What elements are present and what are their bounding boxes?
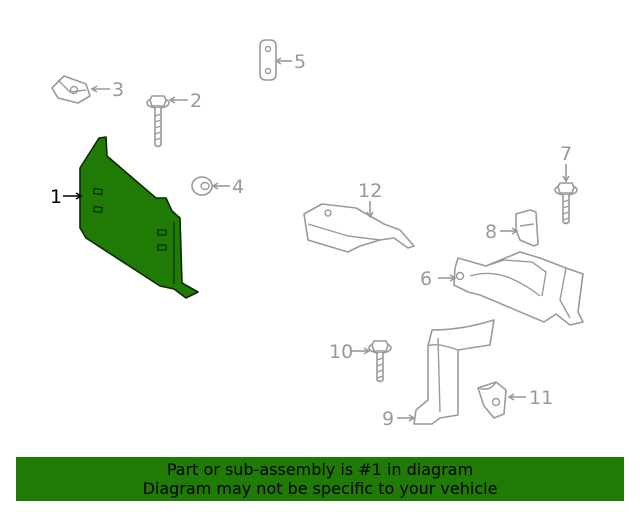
part-1-bracket[interactable] [79,136,199,299]
part-11-clip[interactable] [477,381,507,419]
callout-11[interactable]: 11 [529,387,553,409]
part-8-clip[interactable] [515,209,539,247]
callout-12[interactable]: 12 [358,180,382,202]
callout-9[interactable]: 9 [382,408,394,430]
diagram-notice-banner: Part or sub-assembly is #1 in diagram Di… [16,457,624,501]
callout-4[interactable]: 4 [232,176,244,198]
leader-lines [63,57,570,422]
notice-line-part-number: Part or sub-assembly is #1 in diagram [166,460,474,479]
callout-8[interactable]: 8 [485,221,497,243]
callout-7[interactable]: 7 [560,143,572,165]
part-4-washer[interactable] [191,176,213,196]
callout-1[interactable]: 1 [50,186,62,208]
part-5-plate[interactable] [259,39,277,81]
callout-2[interactable]: 2 [190,90,202,112]
part-7-bolt[interactable] [554,182,578,225]
part-12-bracket[interactable] [303,203,415,253]
callout-6[interactable]: 6 [420,268,432,290]
notice-line-disclaimer: Diagram may not be specific to your vehi… [142,479,498,498]
callout-10[interactable]: 10 [329,341,353,363]
callout-3[interactable]: 3 [112,79,124,101]
part-6-support-bracket[interactable] [453,251,584,326]
part-2-bolt[interactable] [146,95,170,148]
callout-5[interactable]: 5 [294,51,306,73]
part-9-duct-panel[interactable] [413,319,495,425]
part-10-bolt[interactable] [368,340,392,383]
part-3-clip-nut[interactable] [51,75,91,104]
